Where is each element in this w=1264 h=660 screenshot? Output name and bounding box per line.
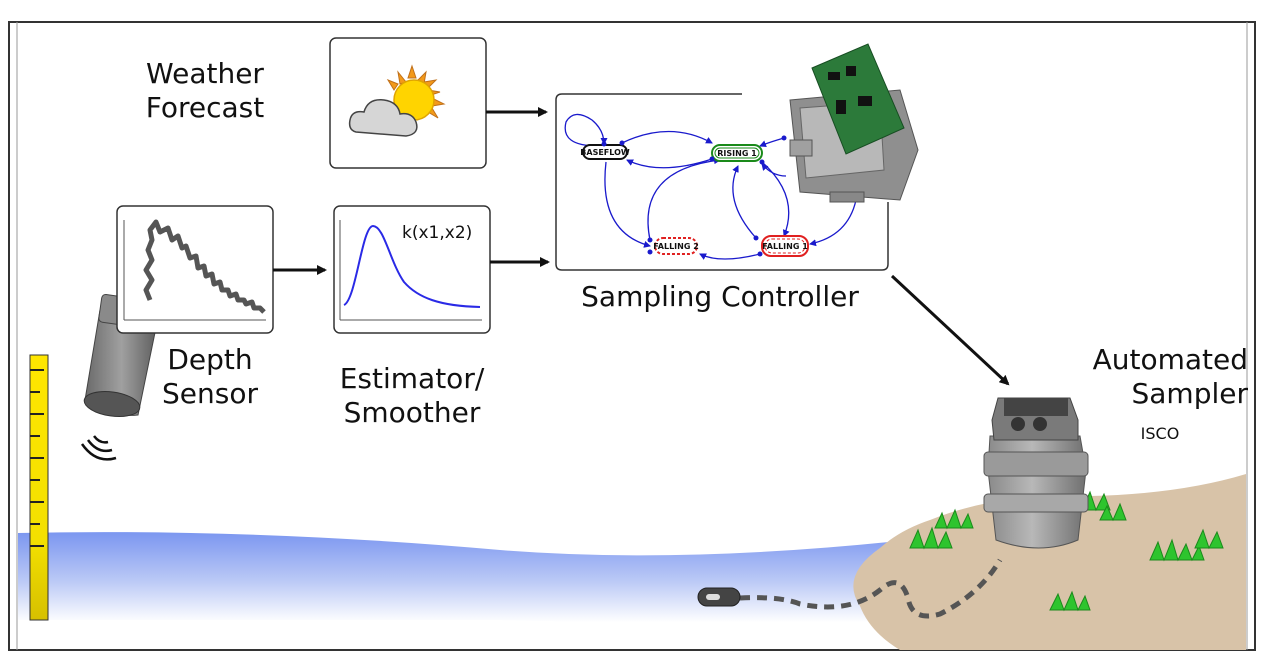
sun-icon — [386, 64, 446, 121]
state-falling-2: FALLING 2 — [653, 242, 699, 251]
estimator-label: Estimator/ Smoother — [322, 362, 502, 430]
sampler-line1: Automated — [1092, 343, 1248, 376]
sampler-device — [983, 397, 1089, 549]
depth-sensor-line1: Depth — [167, 343, 253, 376]
controller-hardware — [789, 43, 919, 203]
state-rising-1: RISING 1 — [717, 149, 757, 158]
outer-frame — [8, 21, 1256, 651]
depth-sensor-line2: Sensor — [162, 377, 258, 410]
state-nodes — [582, 144, 809, 257]
arrow-controller-to-sampler — [890, 274, 1010, 386]
intake-strainer-slot — [706, 594, 720, 600]
sampling-controller-label: Sampling Controller — [581, 280, 859, 313]
depth-signal-line — [143, 219, 266, 314]
depth-chart-axes — [123, 220, 266, 321]
automated-sampler-label: Automated Sampler — [1060, 343, 1248, 411]
weather-label-line1: Weather — [146, 57, 264, 90]
staff-gauge — [29, 354, 49, 621]
water-body — [18, 532, 960, 623]
estimator-chart-axes — [339, 220, 482, 321]
depth-chart-box — [116, 205, 274, 334]
state-dots — [601, 135, 787, 257]
grass-tufts — [909, 490, 1224, 612]
sampler-model-label: ISCO — [1140, 424, 1180, 443]
weather-label-line2: Forecast — [145, 91, 265, 124]
estimator-chart-box — [333, 205, 491, 334]
controller-box — [555, 93, 889, 271]
state-falling-1: FALLING 1 — [762, 242, 808, 251]
estimator-curve — [343, 224, 481, 308]
cloud-icon — [348, 99, 418, 137]
weather-forecast-label: Weather Forecast — [120, 57, 290, 125]
signal-waves-icon — [80, 435, 117, 461]
sampler-line2: Sampler — [1131, 377, 1249, 410]
estimator-formula: k(x1,x2) — [402, 223, 473, 243]
intake-hose — [739, 558, 1003, 619]
estimator-line1: Estimator/ — [339, 362, 485, 395]
state-machine — [564, 113, 857, 260]
depth-sensor-label: Depth Sensor — [150, 343, 270, 411]
estimator-line2: Smoother — [343, 396, 481, 429]
state-baseflow: BASEFLOW — [580, 148, 630, 157]
